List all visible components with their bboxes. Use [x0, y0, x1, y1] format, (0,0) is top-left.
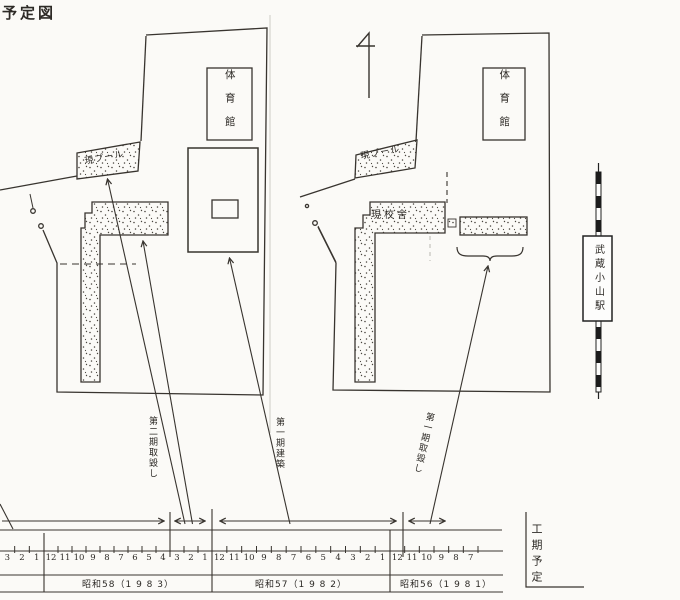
school-wing-strip [459, 216, 528, 236]
month-label: 9 [438, 553, 445, 563]
demolition-brace [456, 246, 524, 262]
month-label: 6 [132, 553, 138, 563]
year-label: 昭和58（1 9 8 3） [82, 580, 174, 590]
month-label: 9 [261, 553, 267, 563]
month-label: 4 [335, 553, 341, 563]
schedule-title: 工期予定 [530, 523, 543, 587]
site-plan-right [299, 32, 551, 393]
label-phase1-construction: 第一期建築 [274, 417, 284, 470]
old-school-building-left [80, 201, 169, 383]
new-building-courtyard [211, 199, 239, 219]
gate-post-icon [30, 208, 36, 214]
month-label: 7 [290, 553, 297, 563]
month-label: 6 [305, 553, 312, 563]
month-label: 9 [90, 553, 96, 563]
site-boundary-right-west [299, 178, 356, 198]
new-building [187, 147, 259, 253]
north-arrow-icon [356, 31, 375, 98]
gym-box-right [482, 67, 526, 141]
pool-area-right [354, 139, 418, 179]
arrow-phase2-pool [108, 179, 186, 525]
month-label: 1 [202, 553, 208, 563]
month-label: 8 [453, 553, 459, 563]
school-fragment [447, 218, 457, 228]
arrow-phase1-demo [429, 266, 488, 525]
month-ticks [14, 546, 479, 553]
pool-area-left [76, 141, 141, 180]
year-label: 昭和57（1 9 8 2） [255, 580, 347, 590]
railway [582, 163, 613, 399]
station-box [582, 235, 613, 322]
month-label: 4 [160, 553, 166, 563]
arrow-phase2-school [143, 241, 194, 525]
month-label: 12 [391, 553, 403, 563]
gate-stub [29, 193, 34, 209]
month-label: 3 [350, 553, 356, 563]
month-label: 1 [379, 553, 386, 563]
site-boundary-left-upper [140, 35, 147, 142]
month-label: 8 [104, 553, 110, 563]
gate-post-icon [304, 203, 310, 209]
label-phase2-demolition: 第二期取毀し [147, 416, 157, 479]
station-name: 武蔵小山駅 [592, 243, 604, 314]
gate-post-icon [312, 220, 318, 226]
month-label: 11 [228, 553, 240, 563]
month-label: 7 [467, 553, 474, 563]
gym-label-left-text: 体育館 [223, 68, 236, 140]
site-boundary-left [42, 27, 268, 396]
site-plan-left [0, 27, 268, 396]
gym-label-left: 体育館 [207, 68, 252, 140]
gym-label-right-text: 体育館 [498, 68, 511, 140]
current-school-building [354, 201, 446, 383]
pointer-arrows [0, 179, 488, 530]
gate-post-icon [38, 223, 44, 229]
month-label: 12 [213, 553, 225, 563]
month-label: 11 [406, 553, 418, 563]
month-label: 10 [243, 553, 255, 563]
month-label: 2 [365, 553, 371, 563]
month-label: 7 [118, 553, 124, 563]
school-label: 現校舎 [371, 210, 410, 221]
gate-stub [317, 225, 337, 263]
month-label: 3 [174, 553, 180, 563]
month-label: 10 [421, 553, 433, 563]
month-label: 3 [4, 553, 11, 563]
year-label: 昭和56（1 9 8 1） [400, 580, 492, 590]
month-label: 1 [33, 553, 40, 563]
schedule-title-border [525, 512, 584, 588]
month-label: 2 [188, 553, 194, 563]
gym-box-left [206, 67, 253, 141]
station-label: 武蔵小山駅 [583, 238, 612, 319]
month-label: 5 [146, 553, 152, 563]
gym-label-right: 体育館 [483, 68, 525, 140]
cutoff-pointer [0, 503, 14, 530]
arrow-phase1-build [230, 258, 291, 525]
month-label: 12 [45, 553, 57, 563]
month-label: 2 [19, 553, 25, 563]
schedule-table [0, 509, 584, 593]
site-boundary-right-upper [415, 35, 423, 142]
site-boundary-left-west [0, 175, 78, 191]
month-label: 8 [276, 553, 282, 563]
month-label: 10 [73, 553, 85, 563]
month-label: 5 [320, 553, 326, 563]
month-label: 11 [59, 553, 71, 563]
page-title: 予定図 [2, 4, 57, 22]
